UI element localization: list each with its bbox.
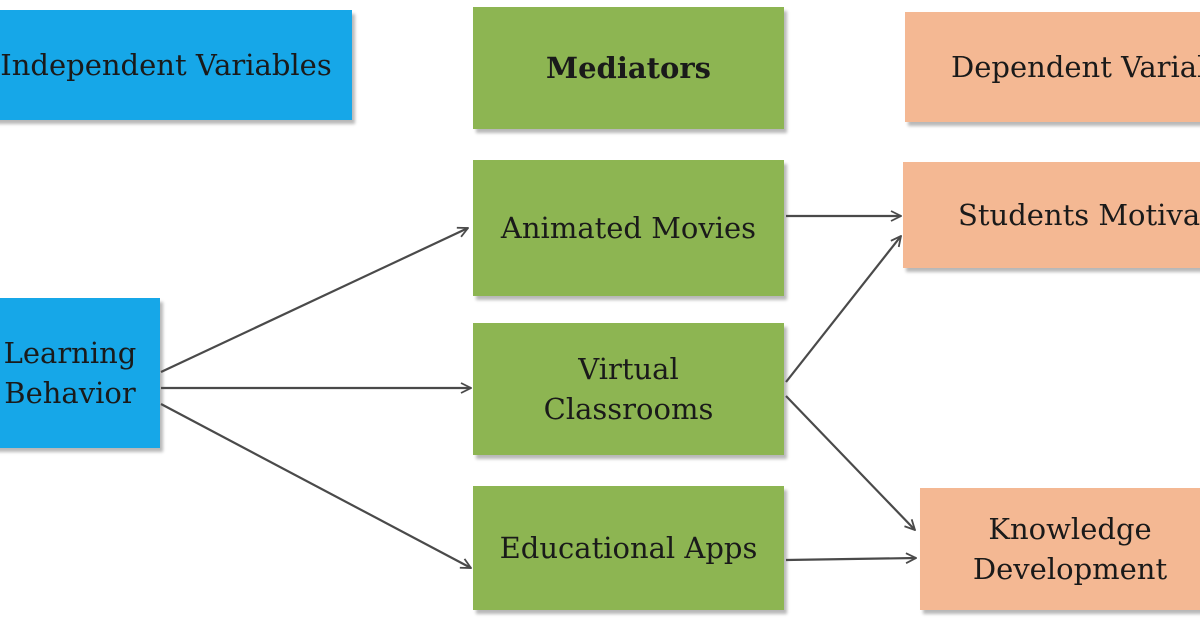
students-motivation-label: Students Motivation — [958, 198, 1200, 232]
educational-apps-label: Educational Apps — [499, 531, 758, 565]
dependent-variables-header-label: Dependent Variables — [951, 50, 1200, 84]
learning-behavior-label-line-2: Behavior — [4, 376, 136, 410]
dependent-variables-header: Dependent Variables — [905, 12, 1200, 122]
arrow-virtual-classrooms-to-students-motivation — [785, 236, 901, 383]
arrow-virtual-classrooms-to-knowledge-development — [785, 395, 915, 530]
arrow-educational-apps-to-knowledge-development — [785, 558, 916, 560]
mediators-header: Mediators — [473, 7, 784, 129]
knowledge-development-node: Knowledge Development — [920, 488, 1200, 610]
virtual-classrooms-label-line-2: Classrooms — [543, 392, 714, 426]
animated-movies-label: Animated Movies — [500, 211, 757, 245]
animated-movies-node: Animated Movies — [473, 160, 784, 296]
knowledge-development-label-line-1: Knowledge — [988, 512, 1152, 546]
knowledge-development-label-line-2: Development — [972, 552, 1168, 586]
students-motivation-node: Students Motivation — [903, 162, 1200, 268]
independent-variables-header-label: Independent Variables — [0, 48, 332, 82]
learning-behavior-node: Learning Behavior — [0, 298, 160, 448]
educational-apps-node: Educational Apps — [473, 486, 784, 610]
learning-behavior-label-line-1: Learning — [3, 336, 137, 370]
mediators-header-label: Mediators — [546, 51, 711, 85]
arrow-learning-to-animated-movies — [160, 228, 468, 373]
virtual-classrooms-label-line-1: Virtual — [578, 352, 679, 386]
arrow-learning-to-educational-apps — [160, 403, 471, 569]
independent-variables-header: Independent Variables — [0, 10, 352, 120]
virtual-classrooms-node: Virtual Classrooms — [473, 323, 784, 455]
